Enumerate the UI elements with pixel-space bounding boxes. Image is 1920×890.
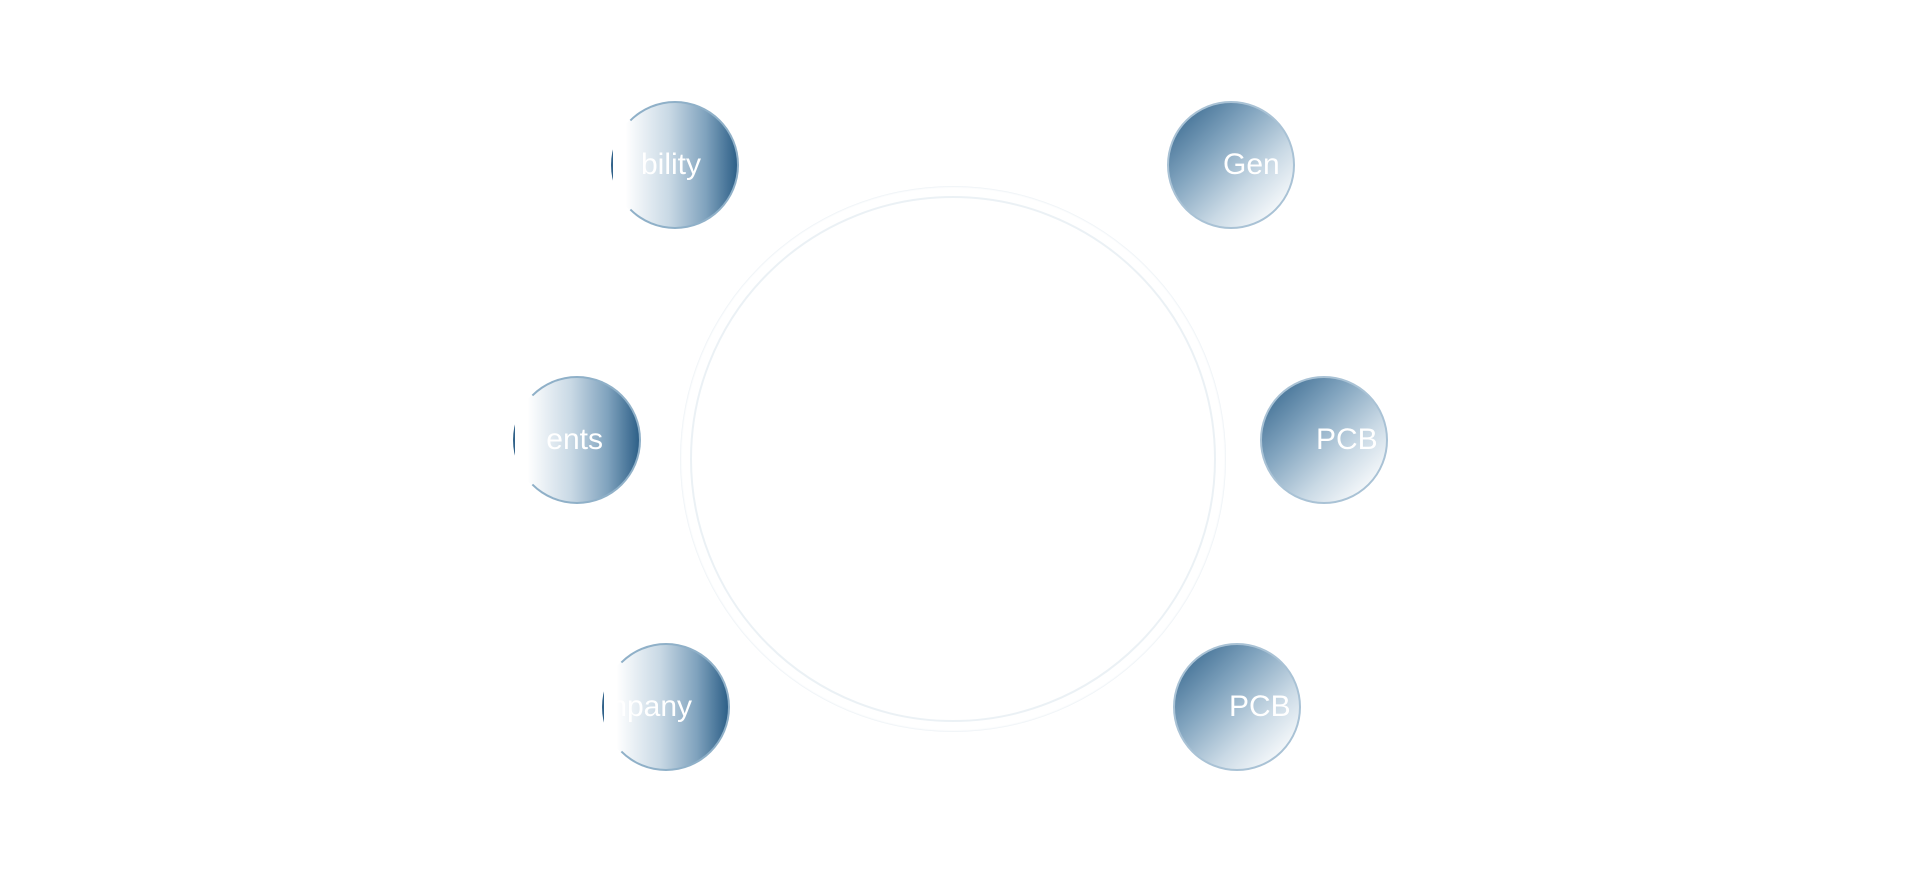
node-bottom-left[interactable]: mpany bbox=[602, 643, 730, 771]
node-label: ents bbox=[546, 423, 603, 456]
center-ring bbox=[680, 186, 1226, 732]
node-top-left[interactable]: bility bbox=[611, 101, 739, 229]
node-label: bility bbox=[640, 148, 701, 181]
node-label: PCB bbox=[1229, 690, 1291, 723]
node-label: Gen bbox=[1223, 148, 1280, 181]
node-mid-right[interactable]: PCB bbox=[1260, 376, 1388, 504]
node-bottom-right[interactable]: PCB bbox=[1173, 643, 1301, 771]
node-label: mpany bbox=[601, 690, 692, 723]
center-ring-inner bbox=[690, 196, 1216, 722]
node-top-right[interactable]: Gen bbox=[1167, 101, 1295, 229]
node-mid-left[interactable]: ents bbox=[513, 376, 641, 504]
node-label: PCB bbox=[1316, 423, 1378, 456]
